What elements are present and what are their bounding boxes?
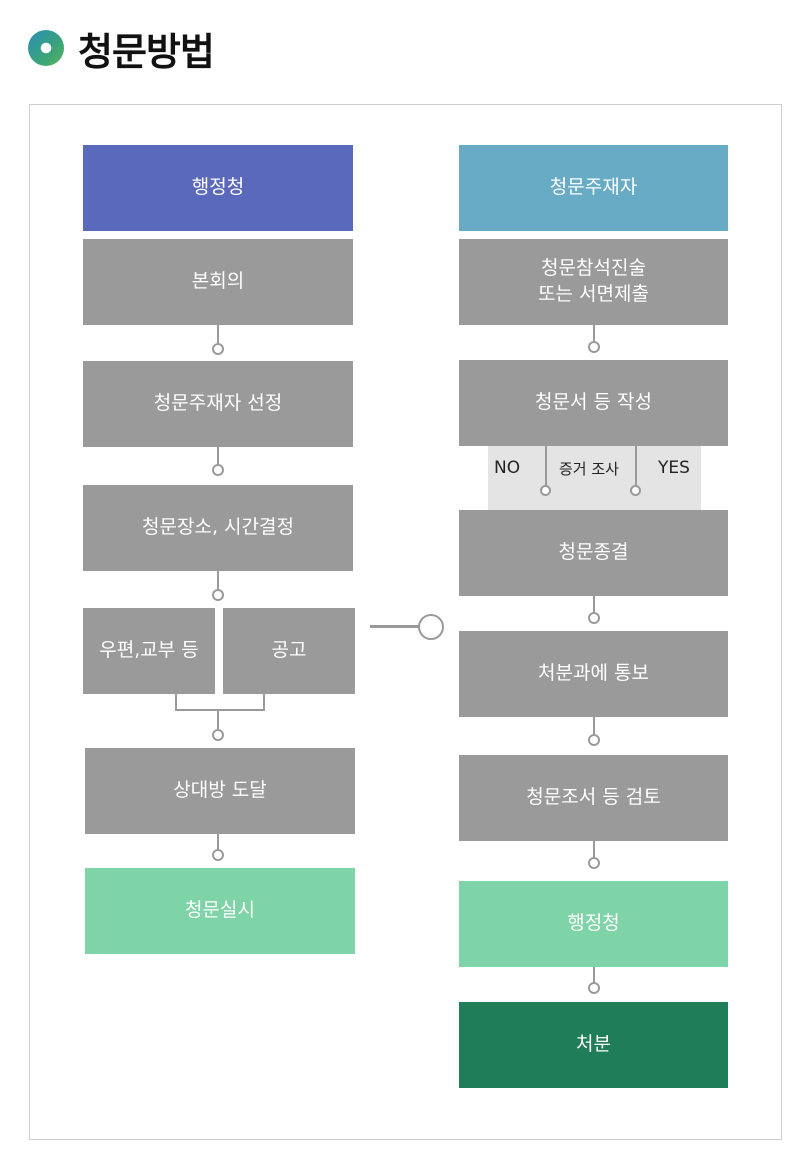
connector-node xyxy=(212,729,224,741)
presider-label: 청문주재자 xyxy=(549,176,638,199)
connector-node xyxy=(588,341,600,353)
page-heading: 청문방법 xyxy=(28,22,215,74)
mail-delivery-box: 우편,교부 등 xyxy=(83,608,215,694)
conclude-box: 청문종결 xyxy=(459,510,728,596)
bullet-circle-icon xyxy=(28,30,64,66)
reach-party-box: 상대방 도달 xyxy=(85,748,355,834)
connector-node xyxy=(588,982,600,994)
reach-party-label: 상대방 도달 xyxy=(173,779,267,802)
no-branch-node xyxy=(540,485,551,496)
merge-bracket-bottom xyxy=(175,709,265,711)
conclude-label: 청문종결 xyxy=(558,541,629,564)
connector-line xyxy=(217,834,219,850)
left-agency-label: 행정청 xyxy=(191,176,245,199)
disposition-box: 처분 xyxy=(459,1002,728,1088)
connector-node xyxy=(212,464,224,476)
review-record-box: 청문조서 등 검토 xyxy=(459,755,728,841)
decide-place-time-label: 청문장소, 시간결정 xyxy=(142,516,294,539)
connector-line xyxy=(593,596,595,613)
connector-line xyxy=(217,325,219,343)
left-agency-box: 행정청 xyxy=(83,145,353,231)
connector-node xyxy=(588,612,600,624)
notify-dept-box: 처분과에 통보 xyxy=(459,631,728,717)
bridge-line xyxy=(370,625,420,628)
yes-branch-node xyxy=(630,485,641,496)
write-record-label: 청문서 등 작성 xyxy=(535,391,652,414)
yes-branch-line xyxy=(635,446,637,486)
connector-node xyxy=(212,849,224,861)
decide-place-time-box: 청문장소, 시간결정 xyxy=(83,485,353,571)
right-agency-box: 행정청 xyxy=(459,881,728,967)
attend-statement-box: 청문참석진술 또는 서면제출 xyxy=(459,239,728,325)
plenary-label: 본회의 xyxy=(191,270,245,293)
evidence-label: 증거 조사 xyxy=(559,460,619,478)
select-presider-label: 청문주재자 선정 xyxy=(153,392,283,415)
page-title: 청문방법 xyxy=(78,29,215,74)
yes-label: YES xyxy=(658,458,690,478)
notify-dept-label: 처분과에 통보 xyxy=(538,662,649,685)
connector-line xyxy=(217,711,219,729)
connector-node xyxy=(212,343,224,355)
connector-node xyxy=(588,857,600,869)
announcement-box: 공고 xyxy=(223,608,355,694)
no-branch-line xyxy=(545,446,547,486)
attend-statement-line1: 청문참석진술 xyxy=(541,257,646,280)
merge-bracket-left xyxy=(175,694,177,711)
connector-line xyxy=(593,841,595,858)
review-record-label: 청문조서 등 검토 xyxy=(526,786,661,809)
connector-node xyxy=(212,589,224,601)
no-label: NO xyxy=(494,458,521,478)
right-agency-label: 행정청 xyxy=(567,912,620,935)
mail-delivery-label: 우편,교부 등 xyxy=(99,639,199,662)
announcement-label: 공고 xyxy=(271,639,307,662)
connector-line xyxy=(593,325,595,342)
hold-hearing-box: 청문실시 xyxy=(85,868,355,954)
disposition-label: 처분 xyxy=(576,1033,611,1056)
plenary-box: 본회의 xyxy=(83,239,353,325)
select-presider-box: 청문주재자 선정 xyxy=(83,361,353,447)
hold-hearing-label: 청문실시 xyxy=(185,899,255,922)
presider-box: 청문주재자 xyxy=(459,145,728,231)
bridge-node xyxy=(418,614,444,640)
connector-line xyxy=(217,571,219,589)
connector-node xyxy=(588,734,600,746)
evidence-branch-area xyxy=(488,446,701,510)
connector-line xyxy=(593,967,595,983)
merge-bracket-right xyxy=(263,694,265,711)
connector-line xyxy=(593,717,595,734)
connector-line xyxy=(217,447,219,465)
attend-statement-line2: 또는 서면제출 xyxy=(538,283,649,305)
write-record-box: 청문서 등 작성 xyxy=(459,360,728,446)
